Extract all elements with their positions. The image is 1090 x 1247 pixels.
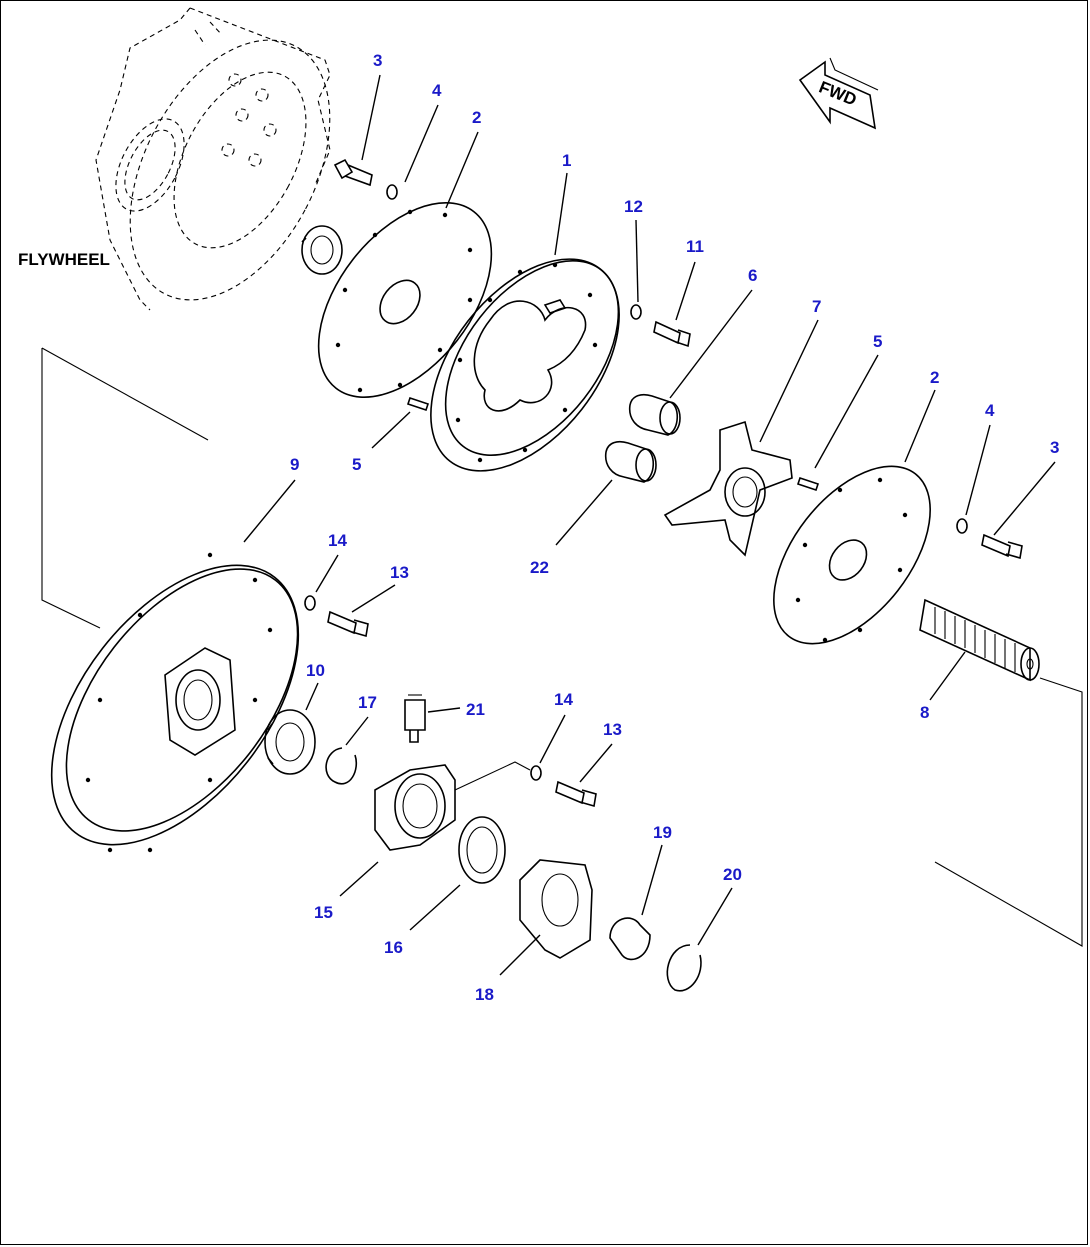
sensor-21 [404, 694, 426, 743]
callout-15: 15 [314, 903, 333, 922]
callout-22: 22 [530, 558, 549, 577]
pilot-bearing [301, 225, 343, 275]
callout-10: 10 [306, 661, 325, 680]
callout-5-left: 5 [352, 455, 361, 474]
bearing-housing-15 [374, 761, 531, 851]
fwd-label: FWD [816, 77, 859, 109]
pin-5-right [796, 476, 820, 492]
washer-4-top [386, 184, 398, 200]
rubber-element-6 [628, 393, 681, 436]
callout-2-top: 2 [472, 108, 481, 127]
callout-17: 17 [358, 693, 377, 712]
callout-11: 11 [686, 237, 704, 256]
bolt-13-upper [327, 610, 369, 638]
plate-2-right [773, 465, 931, 645]
callout-20: 20 [723, 865, 742, 884]
flywheel-housing [95, 7, 331, 311]
fwd-arrow-icon [798, 57, 879, 130]
callout-9: 9 [290, 455, 299, 474]
callout-4-right: 4 [985, 401, 995, 420]
callout-19: 19 [653, 823, 672, 842]
callout-14-upper: 14 [328, 531, 347, 550]
leader-lines [243, 74, 1056, 976]
callout-12: 12 [624, 197, 643, 216]
callout-13-upper: 13 [390, 563, 409, 582]
bolt-3-top [333, 158, 373, 187]
callout-2-right: 2 [930, 368, 939, 387]
callout-3-top: 3 [373, 51, 382, 70]
coupling-housing-1 [430, 258, 620, 472]
bolt-13-lower [555, 780, 597, 808]
callout-1: 1 [562, 151, 571, 170]
callout-16: 16 [384, 938, 403, 957]
assembly-reference-lines [41, 347, 1083, 947]
callout-8: 8 [920, 703, 929, 722]
flange-yoke-18 [519, 859, 593, 959]
callout-13-lower: 13 [603, 720, 622, 739]
callout-5-right: 5 [873, 332, 882, 351]
spider-hub-7 [663, 420, 793, 557]
bolt-11 [653, 320, 691, 348]
washer-4-right [956, 518, 968, 534]
callout-3-right: 3 [1050, 438, 1059, 457]
flange-plate-9 [50, 552, 300, 853]
plate-2-top [317, 202, 493, 398]
oil-seal-16 [458, 816, 506, 884]
callout-21: 21 [466, 700, 485, 719]
cap-19 [609, 917, 651, 961]
flywheel-label: FLYWHEEL [18, 250, 110, 269]
rubber-element-22 [604, 440, 657, 483]
splined-shaft-8 [919, 598, 1040, 682]
callout-18: 18 [475, 985, 494, 1004]
bearing-10 [264, 709, 316, 775]
callout-numbers: 3 4 2 1 12 11 6 7 5 2 4 3 5 9 14 13 22 1… [290, 51, 1059, 1004]
washer-14-upper [304, 595, 316, 611]
washer-12 [630, 304, 642, 320]
washer-14-lower [530, 765, 542, 781]
snap-ring-20 [666, 944, 702, 992]
callout-4-top: 4 [432, 81, 442, 100]
callout-6: 6 [748, 266, 757, 285]
snap-ring-17 [325, 747, 357, 785]
callout-14-lower: 14 [554, 690, 573, 709]
bolt-3-right [981, 533, 1023, 560]
callout-7: 7 [812, 297, 821, 316]
pin-5-left [406, 396, 430, 412]
